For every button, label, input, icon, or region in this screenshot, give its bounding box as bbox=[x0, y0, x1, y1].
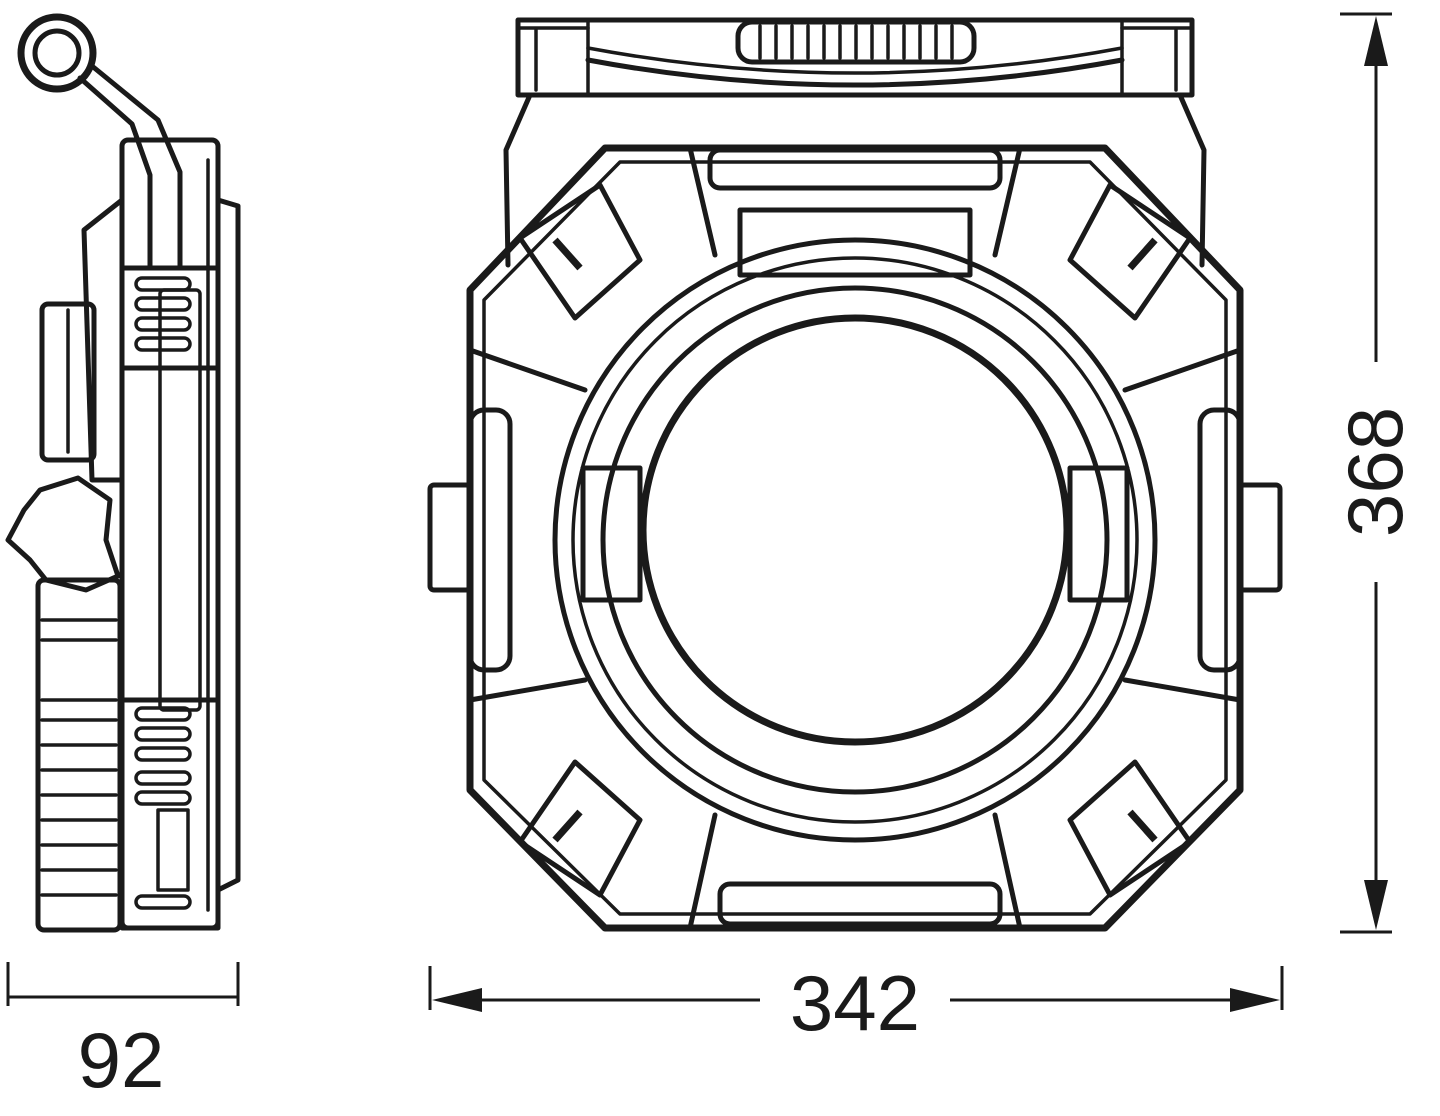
bottom-slot bbox=[717, 881, 1003, 927]
side-body-inner bbox=[158, 288, 202, 712]
corner-pad-bottom-left bbox=[517, 759, 643, 898]
dimension-depth-label: 92 bbox=[78, 1016, 165, 1104]
lens-ring-3 bbox=[600, 285, 1110, 795]
lens-outer-ring bbox=[552, 237, 1158, 843]
handle-grip bbox=[35, 577, 123, 933]
lens bbox=[639, 314, 1071, 746]
arrow-up-icon bbox=[1364, 16, 1388, 66]
dimension-width: 342 bbox=[428, 959, 1284, 1047]
front-view bbox=[427, 17, 1283, 932]
arrow-left-icon bbox=[432, 988, 482, 1012]
right-bumper bbox=[1197, 407, 1243, 673]
top-slot bbox=[707, 147, 1003, 191]
stand-bracket bbox=[81, 197, 125, 483]
bottom-clamp-ribs bbox=[134, 706, 192, 910]
top-handle-bar bbox=[585, 57, 1125, 88]
top-handle-grip bbox=[735, 19, 977, 65]
hook-arm bbox=[77, 75, 153, 271]
right-knob[interactable] bbox=[1237, 482, 1283, 593]
corner-pad-bottom-right bbox=[1067, 759, 1193, 898]
handle-grip-ribs bbox=[40, 618, 118, 897]
dimension-depth: 92 bbox=[6, 962, 240, 1104]
left-knob[interactable] bbox=[427, 482, 473, 593]
dimension-height-label: 368 bbox=[1331, 407, 1419, 537]
hook-ring-inner bbox=[32, 28, 82, 78]
dimension-width-label: 342 bbox=[790, 959, 920, 1047]
arrow-right-icon bbox=[1230, 988, 1280, 1012]
top-handle-grip-ribs bbox=[758, 24, 954, 60]
side-lens-edge bbox=[215, 197, 241, 893]
hook-arm-outer bbox=[89, 63, 183, 271]
knob-icon[interactable] bbox=[5, 475, 121, 593]
stand-block bbox=[39, 301, 97, 463]
top-handle-frame bbox=[515, 17, 1195, 98]
corner-pad-top-left bbox=[517, 182, 643, 321]
lens-top-tab bbox=[737, 207, 973, 278]
hook-ring bbox=[17, 13, 97, 93]
left-bumper bbox=[467, 407, 513, 673]
lens-ring-2 bbox=[571, 256, 1139, 824]
side-view bbox=[5, 13, 241, 933]
arrow-down-icon bbox=[1364, 880, 1388, 930]
lens-right-tab bbox=[1067, 465, 1130, 603]
lens-left-tab bbox=[580, 465, 643, 603]
housing-inner-edge bbox=[482, 160, 1228, 916]
dimension-height: 368 bbox=[1331, 12, 1419, 934]
bottom-clamp bbox=[119, 697, 221, 931]
top-clamp-ribs bbox=[134, 276, 192, 352]
corner-pad-top-right bbox=[1067, 182, 1193, 321]
